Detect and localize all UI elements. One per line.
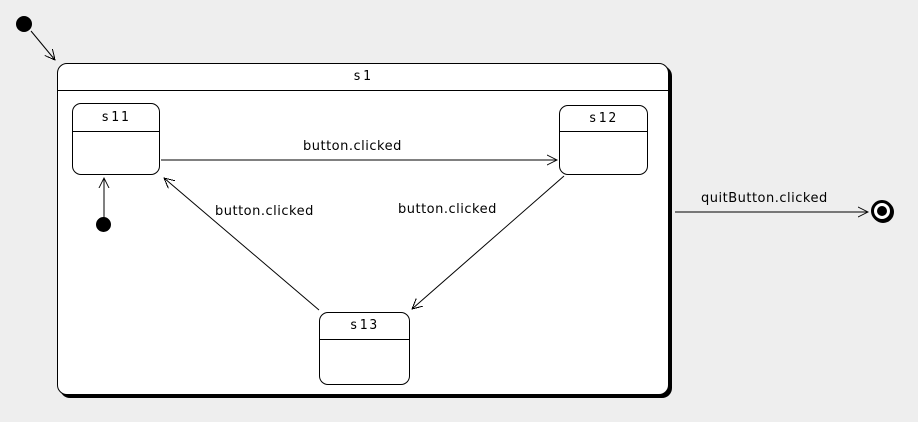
initial-state-icon <box>16 16 32 32</box>
final-state-inner-dot-icon <box>877 206 887 216</box>
transition-initial-to-s1 <box>30 30 56 61</box>
transition-label-s11-s12: button.clicked <box>303 139 402 154</box>
state-s11: s11 <box>72 103 160 175</box>
state-s12: s12 <box>559 105 648 175</box>
transition-s12-to-s13 <box>411 175 565 310</box>
state-s1-title: s1 <box>58 64 668 91</box>
transition-s13-to-s11 <box>163 177 320 311</box>
state-s13: s13 <box>319 312 410 385</box>
transition-label-s13-s11: button.clicked <box>215 204 314 219</box>
initial-state-s1-region-icon <box>96 217 111 232</box>
final-state-icon <box>871 200 893 222</box>
state-s13-title: s13 <box>320 313 409 340</box>
state-s11-title: s11 <box>73 104 159 132</box>
state-s12-title: s12 <box>560 106 647 132</box>
transition-label-s1-final: quitButton.clicked <box>701 191 828 206</box>
transition-label-s12-s13: button.clicked <box>398 202 497 217</box>
